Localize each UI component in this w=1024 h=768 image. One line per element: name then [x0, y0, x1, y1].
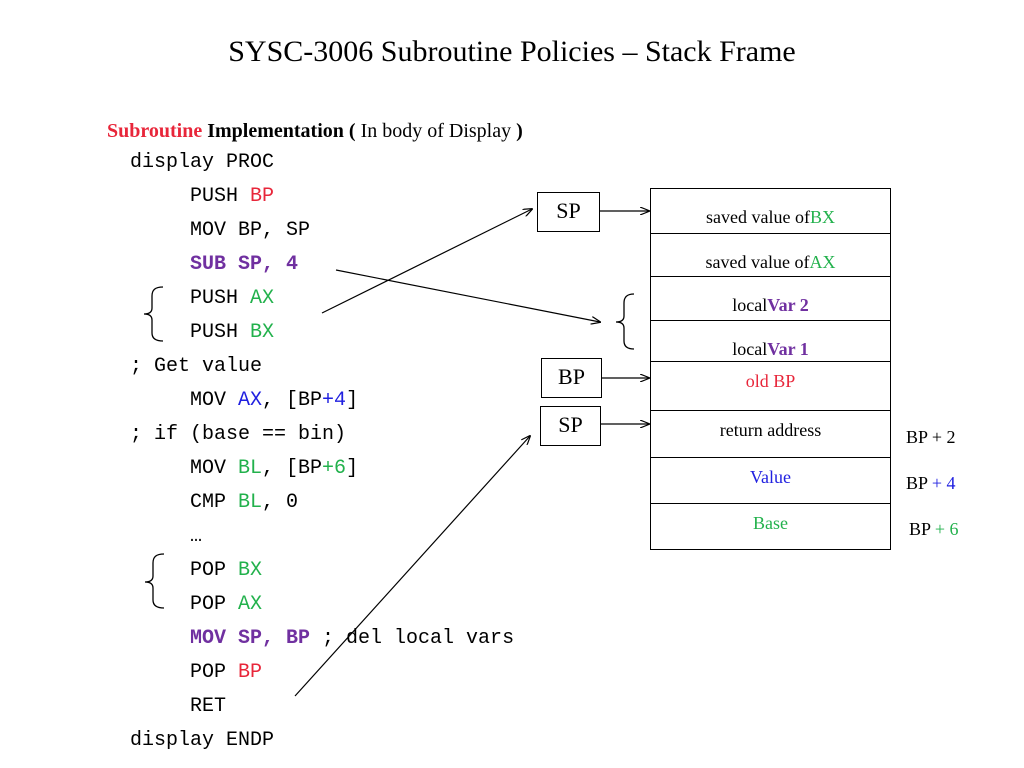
- code-mid: , [BP: [262, 457, 323, 480]
- offset-value: + 4: [931, 473, 956, 493]
- cell-text: saved value of: [706, 207, 810, 227]
- code-line-13: POP BX: [190, 558, 262, 584]
- code-line-7: ; Get value: [130, 355, 263, 378]
- heading-context: In body of Display: [360, 120, 512, 142]
- code-instr: MOV SP, BP: [190, 627, 311, 650]
- code-offset: +6: [322, 457, 347, 480]
- code-op: PUSH: [190, 185, 251, 208]
- code-line-15: MOV SP, BP ; del local vars: [190, 626, 514, 652]
- code-arg: AX: [250, 287, 275, 310]
- locals-brace: [615, 293, 635, 350]
- code-offset: +4: [322, 389, 347, 412]
- stack-cell-value: Value: [650, 457, 891, 504]
- code-line-12: …: [190, 525, 203, 548]
- code-end: , 0: [262, 491, 299, 514]
- cell-var: Var 1: [767, 339, 809, 359]
- code-mid: , [BP: [262, 389, 323, 412]
- code-line-16: POP BP: [190, 660, 262, 686]
- bp-pointer-box: BP: [541, 358, 602, 398]
- offset-value: + 6: [934, 519, 959, 539]
- code-arg: BX: [238, 559, 263, 582]
- section-heading: Subroutine Implementation ( In body of D…: [107, 118, 523, 144]
- code-arg: BP: [238, 661, 263, 684]
- push-brace: [143, 286, 164, 342]
- heading-open-paren: (: [348, 120, 356, 142]
- heading-implementation: Implementation: [207, 120, 344, 142]
- code-line-3: MOV BP, SP: [190, 219, 311, 242]
- code-line-18: display ENDP: [130, 729, 275, 752]
- code-op: CMP: [190, 491, 239, 514]
- code-end: ]: [346, 457, 359, 480]
- code-line-2: PUSH BP: [190, 184, 274, 210]
- code-op: POP: [190, 559, 239, 582]
- code-op: MOV: [190, 389, 239, 412]
- code-line-11: CMP BL, 0: [190, 490, 298, 516]
- pop-brace: [144, 553, 165, 609]
- cell-text: old BP: [745, 371, 796, 391]
- code-line-1: display PROC: [130, 151, 275, 174]
- code-line-17: RET: [190, 695, 227, 718]
- sub-sp-to-locals-arrow: [335, 269, 600, 322]
- code-line-10: MOV BL, [BP+6]: [190, 456, 358, 482]
- heading-subroutine: Subroutine: [107, 120, 203, 142]
- sp-top-pointer-box: SP: [537, 192, 600, 232]
- cell-text: return address: [719, 420, 822, 440]
- code-op: POP: [190, 661, 239, 684]
- code-op: MOV: [190, 457, 239, 480]
- cell-text: local: [732, 295, 768, 315]
- offset-bp-plus-6: BP + 6: [909, 519, 959, 540]
- cell-text: local: [732, 339, 768, 359]
- code-line-14: POP AX: [190, 592, 262, 618]
- push-to-sp-arrow: [321, 209, 532, 314]
- heading-close-paren: ): [516, 120, 523, 142]
- stack-cell-local-var1: local Var 1: [650, 320, 891, 362]
- offset-bp-plus-2: BP + 2: [906, 427, 956, 447]
- cell-reg: AX: [809, 252, 836, 272]
- offset-base: BP: [909, 519, 935, 539]
- cell-text: Value: [750, 467, 791, 487]
- code-reg: BL: [238, 457, 263, 480]
- code-reg: AX: [238, 389, 263, 412]
- code-arg: BX: [250, 321, 275, 344]
- code-arg: AX: [238, 593, 263, 616]
- code-line-9: ; if (base == bin): [130, 423, 347, 446]
- cell-reg: BX: [809, 207, 835, 227]
- code-line-8: MOV AX, [BP+4]: [190, 388, 358, 414]
- code-op: POP: [190, 593, 239, 616]
- cell-text: saved value of: [705, 252, 810, 272]
- stack-cell-base: Base: [650, 503, 891, 550]
- sp-bottom-pointer-box: SP: [540, 406, 601, 446]
- code-line-6: PUSH BX: [190, 320, 274, 346]
- code-op: PUSH: [190, 287, 251, 310]
- code-line-5: PUSH AX: [190, 286, 274, 312]
- offset-bp-plus-4: BP + 4: [906, 473, 956, 494]
- code-comment: ; del local vars: [310, 627, 515, 650]
- cell-var: Var 2: [767, 295, 809, 315]
- code-op: PUSH: [190, 321, 251, 344]
- offset-base: BP: [906, 473, 932, 493]
- code-line-4: SUB SP, 4: [190, 253, 299, 276]
- slide-title: SYSC-3006 Subroutine Policies – Stack Fr…: [228, 35, 796, 68]
- code-reg: BL: [238, 491, 263, 514]
- code-end: ]: [346, 389, 359, 412]
- ret-to-sp-arrow: [294, 436, 530, 697]
- code-arg: BP: [250, 185, 275, 208]
- cell-text: Base: [753, 513, 788, 533]
